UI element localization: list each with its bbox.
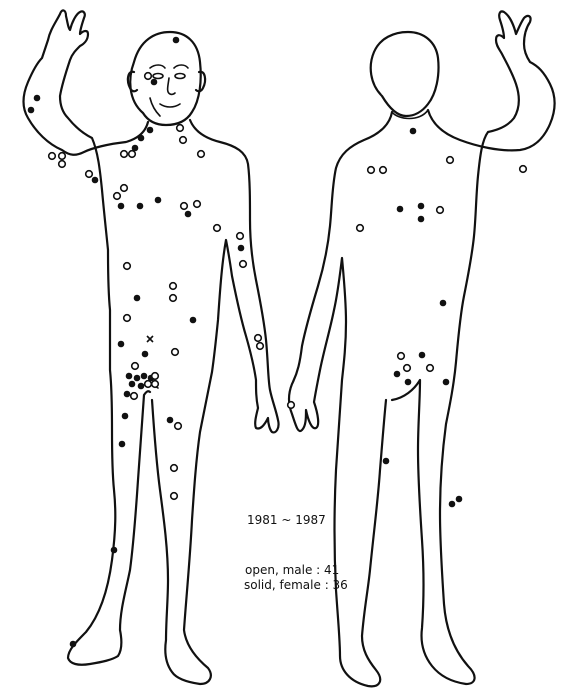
- open-marker: [152, 373, 159, 380]
- open-marker: [398, 353, 405, 360]
- front-face-details: [150, 65, 188, 116]
- open-marker: [288, 402, 295, 409]
- solid-marker: [383, 458, 390, 465]
- open-marker: [427, 365, 434, 372]
- legend-solid-label: solid, female : 36: [244, 578, 348, 592]
- open-marker: [437, 207, 444, 214]
- solid-marker: [418, 216, 425, 223]
- solid-marker: [394, 371, 401, 378]
- open-marker: [194, 201, 201, 208]
- open-marker: [380, 167, 387, 174]
- solid-marker: [449, 501, 456, 508]
- open-marker: [237, 233, 244, 240]
- open-marker: [404, 365, 411, 372]
- solid-marker: [440, 300, 447, 307]
- solid-marker: [173, 37, 180, 44]
- open-marker: [121, 151, 128, 158]
- open-marker: [180, 137, 187, 144]
- open-marker: [240, 261, 247, 268]
- open-marker: [86, 171, 93, 178]
- solid-marker: [28, 107, 35, 114]
- open-marker: [170, 283, 177, 290]
- solid-marker: [92, 177, 99, 184]
- open-marker: [124, 315, 131, 322]
- open-marker: [257, 343, 264, 350]
- solid-marker: [129, 381, 136, 388]
- open-marker: [152, 381, 159, 388]
- solid-marker: [418, 203, 425, 210]
- solid-marker: [119, 441, 126, 448]
- solid-marker: [34, 95, 41, 102]
- solid-marker: [134, 295, 141, 302]
- solid-marker: [118, 341, 125, 348]
- open-marker: [145, 73, 152, 80]
- solid-marker: [238, 245, 245, 252]
- solid-marker: [124, 391, 131, 398]
- solid-marker: [405, 379, 412, 386]
- open-marker: [172, 349, 179, 356]
- solid-marker: [118, 203, 125, 210]
- open-marker: [131, 393, 138, 400]
- solid-marker: [147, 127, 154, 134]
- solid-marker: [138, 135, 145, 142]
- solid-marker: [155, 197, 162, 204]
- open-marker: [145, 381, 152, 388]
- front-body-outline: [24, 10, 279, 684]
- open-marker: [181, 203, 188, 210]
- solid-marker: [151, 79, 158, 86]
- open-marker: [214, 225, 221, 232]
- open-marker: [114, 193, 121, 200]
- solid-marker: [122, 413, 129, 420]
- open-marker: [447, 157, 454, 164]
- open-marker: [59, 153, 66, 160]
- solid-marker: [456, 496, 463, 503]
- solid-marker: [134, 375, 141, 382]
- open-marker: [175, 423, 182, 430]
- solid-marker: [111, 547, 118, 554]
- solid-marker: [410, 128, 417, 135]
- open-marker: [129, 151, 136, 158]
- solid-marker: [167, 417, 174, 424]
- open-marker: [59, 161, 66, 168]
- open-marker: [520, 166, 527, 173]
- solid-marker: [70, 641, 77, 648]
- solid-marker: [138, 383, 145, 390]
- open-marker: [357, 225, 364, 232]
- solid-marker: [142, 351, 149, 358]
- open-marker: [255, 335, 262, 342]
- solid-marker: [419, 352, 426, 359]
- solid-marker: [141, 373, 148, 380]
- open-marker: [124, 263, 131, 270]
- open-marker: [132, 363, 139, 370]
- open-marker: [171, 493, 178, 500]
- cross-marker: [147, 336, 153, 342]
- legend-open-label: open, male : 41: [245, 563, 339, 577]
- solid-marker: [397, 206, 404, 213]
- open-marker: [177, 125, 184, 132]
- open-marker: [171, 465, 178, 472]
- legend-period: 1981 ~ 1987: [247, 513, 326, 527]
- front-markers: [28, 37, 295, 648]
- solid-marker: [126, 373, 133, 380]
- solid-marker: [443, 379, 450, 386]
- solid-marker: [137, 203, 144, 210]
- open-marker: [121, 185, 128, 192]
- open-marker: [49, 153, 56, 160]
- legend: 1981 ~ 1987 open, male : 41 solid, femal…: [244, 513, 348, 592]
- open-marker: [170, 295, 177, 302]
- solid-marker: [185, 211, 192, 218]
- solid-marker: [190, 317, 197, 324]
- open-marker: [198, 151, 205, 158]
- open-marker: [368, 167, 375, 174]
